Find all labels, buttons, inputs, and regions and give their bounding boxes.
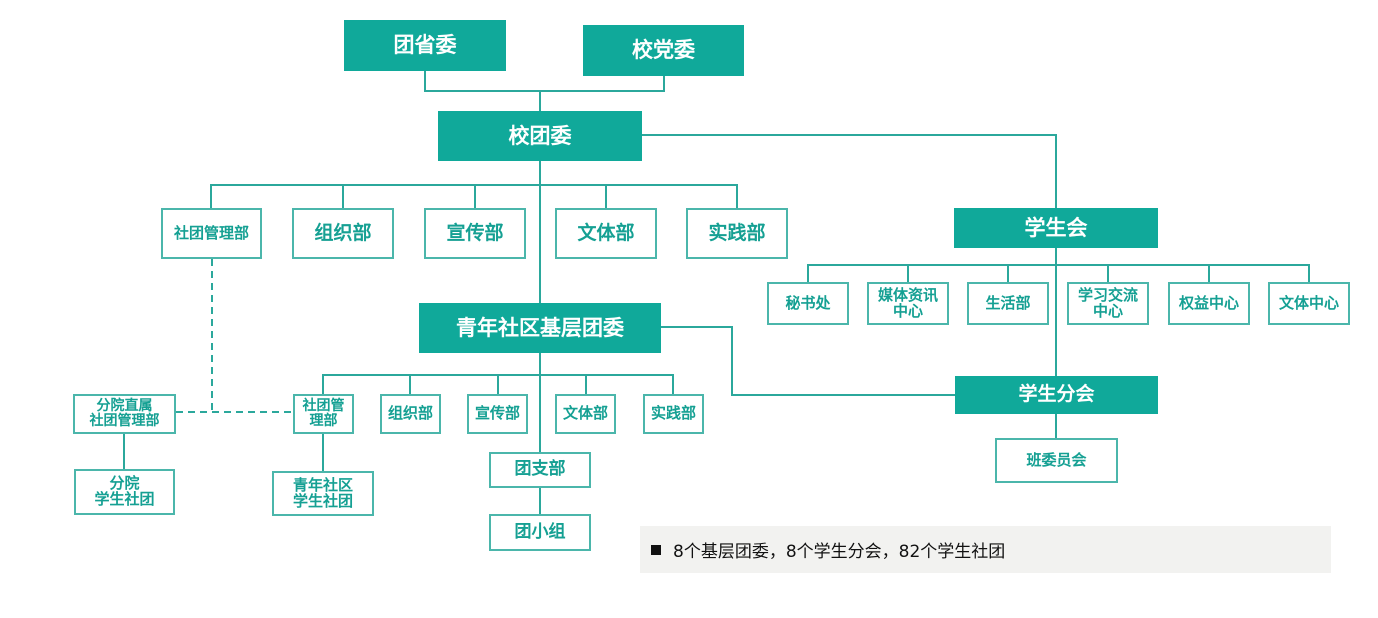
- node-xsh-wenti: 文体中心: [1268, 282, 1350, 325]
- connector-to-student-union: [641, 134, 1057, 208]
- node-xuesheng-fenhui: 学生分会: [955, 376, 1158, 414]
- node-tuan-zhibu: 团支部: [489, 452, 591, 488]
- node-xiao-zuzhi: 组织部: [292, 208, 394, 259]
- connector-school-depts: [210, 161, 738, 208]
- node-xueshenghui: 学生会: [954, 208, 1158, 248]
- node-fy-shetuan: 分院 学生社团: [74, 469, 175, 515]
- node-xiao-xuanchuan: 宣传部: [424, 208, 526, 259]
- connector-dashed-club-mgmt: [176, 259, 293, 413]
- node-qn-shijian: 实践部: [643, 394, 704, 434]
- square-bullet-icon: [651, 544, 661, 555]
- node-tuan-xiaozu: 团小组: [489, 514, 591, 551]
- node-xsh-quanyi: 权益中心: [1168, 282, 1250, 325]
- connector-student-union-depts: [807, 248, 1310, 376]
- node-xsh-shenghuo: 生活部: [967, 282, 1049, 325]
- node-fy-zhishu: 分院直属 社团管理部: [73, 394, 176, 434]
- node-qn-xuanchuan: 宣传部: [467, 394, 528, 434]
- node-xiao-shijian: 实践部: [686, 208, 788, 259]
- connector-to-branch: [660, 326, 955, 396]
- connector-top: [424, 71, 665, 111]
- node-qn-wenti: 文体部: [555, 394, 616, 434]
- node-qn-shequ-shetuan: 青年社区 学生社团: [272, 471, 374, 516]
- connector-community-depts: [322, 353, 674, 452]
- node-qn-shetuan-guanli: 社团管 理部: [293, 394, 354, 434]
- summary-note: 8个基层团委，8个学生分会，82个学生社团: [640, 526, 1331, 573]
- node-xsh-mishu: 秘书处: [767, 282, 849, 325]
- node-qn-zuzhi: 组织部: [380, 394, 441, 434]
- node-xiao-shetuan-guanli: 社团管理部: [161, 208, 262, 259]
- node-xsh-meiti: 媒体资讯 中心: [867, 282, 949, 325]
- node-tuan-sheng-wei: 团省委: [344, 20, 506, 71]
- node-xsh-xuexi: 学习交流 中心: [1067, 282, 1149, 325]
- summary-note-text: 8个基层团委，8个学生分会，82个学生社团: [673, 542, 1006, 562]
- node-xiao-tuan-wei: 校团委: [438, 111, 642, 161]
- node-ban-weiyuanhui: 班委员会: [995, 438, 1118, 483]
- node-xiao-dang-wei: 校党委: [583, 25, 744, 76]
- node-qingnian-tuanwei: 青年社区基层团委: [419, 303, 661, 353]
- node-xiao-wenti: 文体部: [555, 208, 657, 259]
